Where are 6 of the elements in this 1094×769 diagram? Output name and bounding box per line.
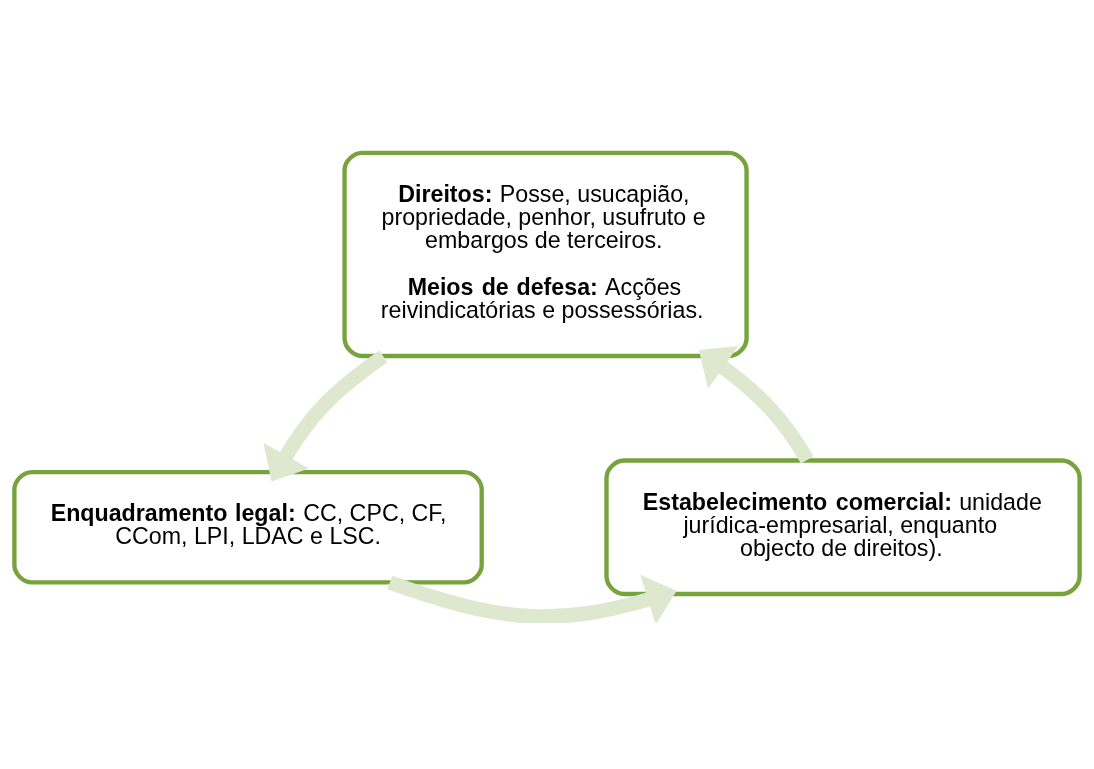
arrow (698, 345, 814, 464)
node-box: Direitos: Posse, usucapião, propriedade, penhor, usufruto e embargos de terceiros. Meios de defesa: Acções reivindicatórias e possessórias. (342, 150, 749, 358)
arrow (387, 574, 677, 623)
node-box: Enquadramento legal: CC, CPC, CF, CCom, LPI, LDAC e LSC. (12, 469, 484, 585)
arrow (263, 349, 388, 482)
node-box: Estabelecimento comercial: unidade jurídica-empresarial, enquanto objecto de direitos). (604, 457, 1082, 596)
